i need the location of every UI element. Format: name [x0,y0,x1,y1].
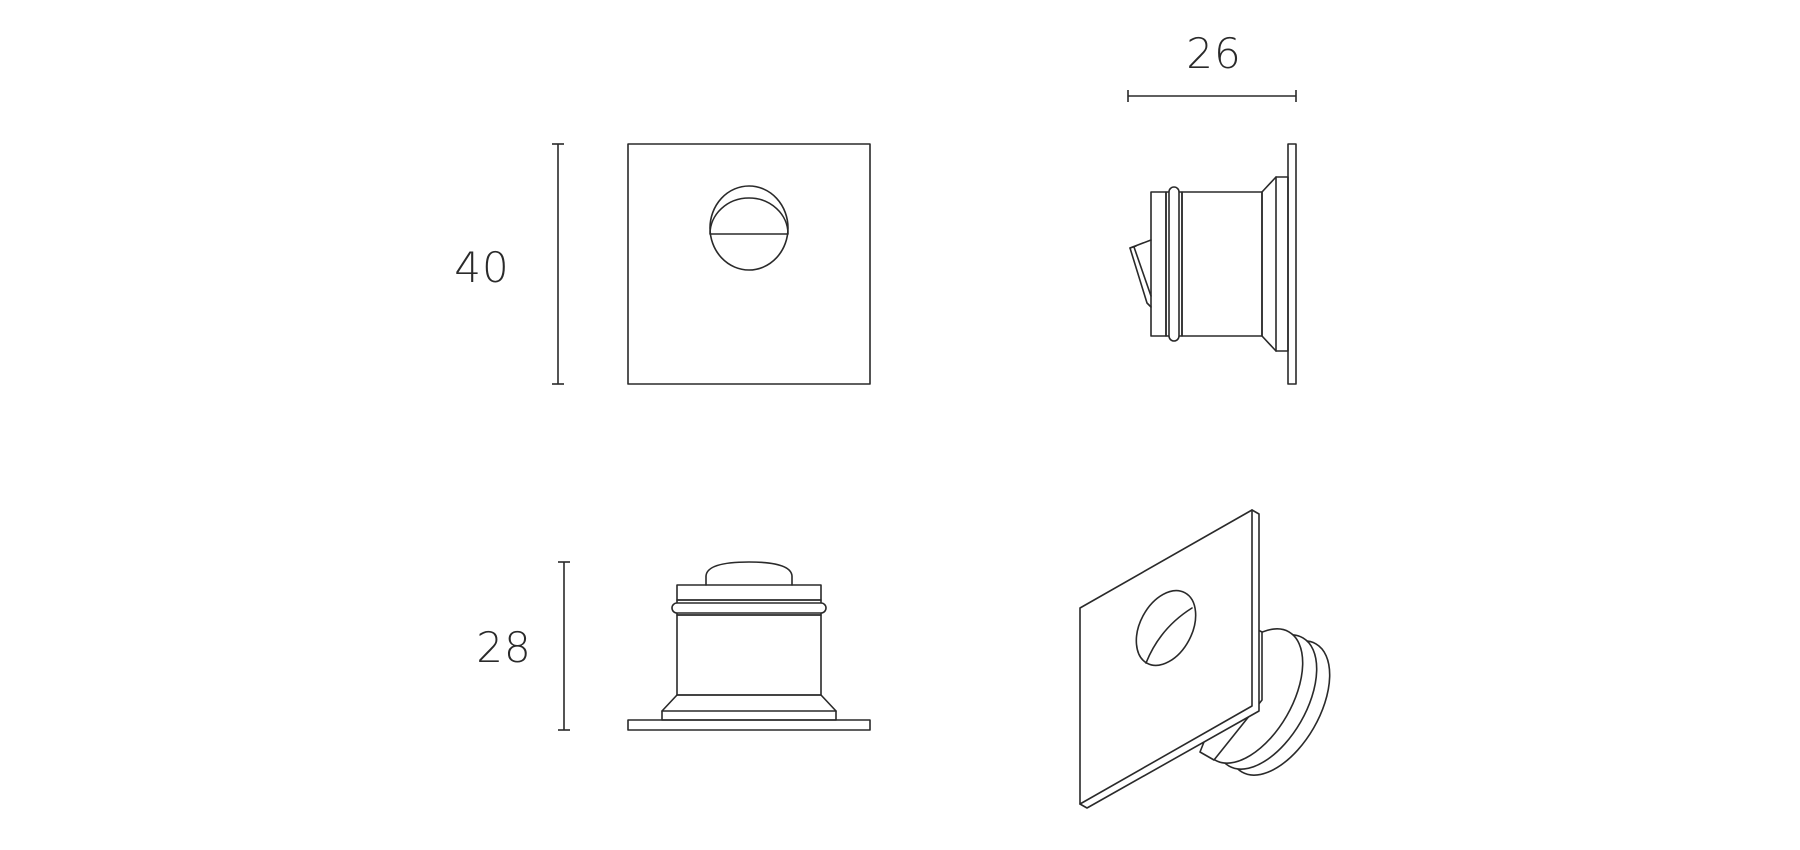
bottom-lens-dome [705,561,793,586]
dimension-label-height: 40 [454,243,509,292]
front-lens-inner [709,197,789,235]
isometric-view [1079,509,1331,809]
bottom-chamfer [661,694,837,712]
dimension-line-height [552,143,564,385]
bottom-ring-2 [671,602,827,614]
dimension-label-depth: 26 [1186,29,1241,78]
front-view: 40 [454,143,871,385]
iso-plate [1079,509,1253,805]
side-lens-face [1129,239,1152,308]
dimension-label-width: 28 [476,623,531,672]
dimension-line-width [558,561,570,731]
side-ring-2 [1168,186,1180,342]
iso-lens-inner [1145,607,1193,664]
bottom-view: 28 [476,561,871,731]
bottom-ring-3 [676,584,822,601]
front-plate [627,143,871,385]
dimension-line-depth [1127,90,1297,102]
iso-lens-ring [1135,589,1197,667]
side-plate [1287,143,1297,385]
side-body [1181,191,1263,337]
bottom-plate [627,719,871,731]
bottom-body [676,614,822,696]
side-chamfer [1261,176,1277,352]
side-view: 26 [1127,29,1297,385]
side-flange [1275,176,1289,352]
bottom-flange [661,710,837,721]
side-ring-3 [1150,191,1167,337]
